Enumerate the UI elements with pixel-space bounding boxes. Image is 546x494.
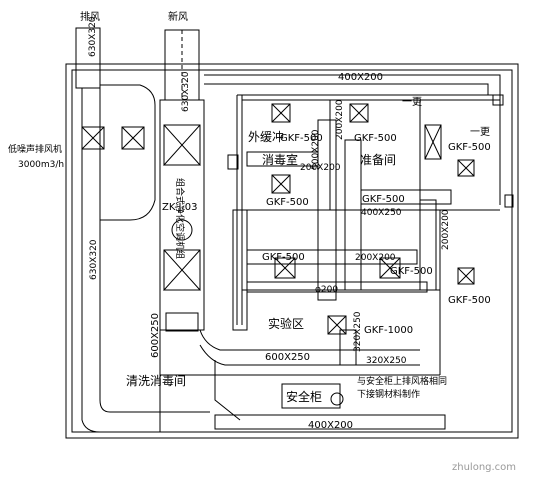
exhaust-fan-1 bbox=[81, 126, 105, 150]
cabinet-label: 安全柜 bbox=[286, 389, 322, 404]
fan-flow: 3000m3/h bbox=[18, 160, 64, 170]
ahu-outlet bbox=[165, 312, 199, 332]
branch-duct-v3 bbox=[419, 199, 437, 291]
branch-duct-h1 bbox=[246, 151, 319, 167]
branch-duct-h4 bbox=[246, 281, 428, 293]
duct-630x320-left: 630X320 bbox=[89, 239, 99, 280]
exhaust-main-duct bbox=[81, 88, 210, 433]
damper-1 bbox=[227, 154, 239, 170]
duct-600x250 bbox=[199, 329, 420, 351]
branch-duct-h2 bbox=[360, 189, 452, 205]
ahu-code: ZK-J-03 bbox=[162, 202, 197, 213]
exhaust-fan-2 bbox=[121, 126, 145, 150]
gkf-label-4: GKF-500 bbox=[266, 197, 309, 208]
gkf-label-6: GKF-500 bbox=[262, 252, 305, 263]
outer-wall bbox=[65, 63, 519, 439]
gkf-label-5: GKF-500 bbox=[362, 194, 405, 205]
cabinet-port bbox=[330, 392, 344, 406]
duct-320x250-h: 320X250 bbox=[366, 356, 407, 366]
labels: 排风 新风 630X320 630X320 630X320 400X200 40… bbox=[8, 10, 516, 473]
duct-400x200-bottom: 400X200 bbox=[308, 420, 353, 431]
gkf-outlet-4 bbox=[271, 174, 291, 194]
room-disinfection: 消毒室 bbox=[262, 152, 298, 167]
gkf-outlet-3 bbox=[424, 124, 442, 160]
room-wash: 清洗消毒间 bbox=[126, 374, 186, 388]
duct-600x250-h: 600X250 bbox=[265, 352, 310, 363]
duct-600x250-inner bbox=[199, 344, 420, 366]
room-outer-buffer: 外缓冲 bbox=[248, 129, 284, 144]
room-change-2: 一更 bbox=[470, 126, 490, 138]
fan-label: 低噪声排风机 bbox=[8, 143, 62, 155]
duct-400x250: 400X250 bbox=[361, 208, 402, 218]
gkf-label-2: GKF-500 bbox=[354, 133, 397, 144]
ahu-coil-1-x bbox=[162, 124, 202, 166]
note-line-2: 下接钢材料制作 bbox=[357, 388, 420, 400]
gkf-outlet-9 bbox=[327, 315, 347, 335]
exhaust-label: 排风 bbox=[80, 10, 100, 23]
supply-riser bbox=[232, 209, 248, 331]
room-change-1: 一更 bbox=[402, 96, 422, 108]
exhaust-main-duct-inner bbox=[99, 88, 210, 413]
supply-duct-top bbox=[204, 74, 501, 95]
branch-duct-h3 bbox=[246, 249, 418, 265]
gkf-label-9: GKF-1000 bbox=[364, 325, 413, 336]
gkf-label-3: GKF-500 bbox=[448, 142, 491, 153]
ahu-coil-2-x bbox=[162, 249, 202, 291]
duct-320x250-v: 320X250 bbox=[353, 311, 363, 352]
exhaust-riser bbox=[75, 27, 101, 89]
ahu-body bbox=[159, 99, 205, 331]
supply-duct-top-inner bbox=[204, 83, 489, 95]
gkf-label-7: GKF-500 bbox=[390, 266, 433, 277]
branch-duct-v1 bbox=[317, 119, 337, 301]
duct-320x250-v bbox=[339, 329, 357, 366]
branch-duct-v2 bbox=[344, 139, 362, 291]
duct-200x200-a: 200X200 bbox=[300, 163, 341, 173]
duct-phi200: φ200 bbox=[315, 285, 338, 295]
note-line-1: 与安全柜上排风格相同 bbox=[357, 375, 447, 387]
gkf-outlet-6 bbox=[274, 257, 296, 279]
duct-200x200-d: 200X200 bbox=[441, 209, 451, 250]
damper-3 bbox=[504, 194, 514, 208]
exhaust-duct-bend bbox=[100, 84, 156, 221]
duct-600x250-v: 600X250 bbox=[150, 313, 161, 358]
gkf-label-8: GKF-500 bbox=[448, 295, 491, 306]
ahu-name: 组合式净化空调机组 bbox=[174, 178, 186, 259]
room-lab: 实验区 bbox=[268, 316, 304, 331]
flex-duct bbox=[214, 360, 241, 421]
exhaust-duct-bottom bbox=[214, 414, 446, 430]
room-prep: 准备间 bbox=[360, 153, 396, 167]
gkf-outlet-7 bbox=[379, 257, 401, 279]
gkf-outlet-8 bbox=[457, 267, 475, 285]
gkf-label-1: GKF-500 bbox=[280, 133, 323, 144]
duct-630x320-mid: 630X320 bbox=[181, 71, 191, 112]
duct-200x200-b: 200X200 bbox=[335, 99, 345, 140]
duct-200x200-c: 200X200 bbox=[355, 253, 396, 263]
duct-500x200-a: 500X200 bbox=[311, 129, 321, 170]
duct-630x320-top: 630X320 bbox=[88, 16, 98, 57]
ahu-fan bbox=[171, 219, 193, 241]
duct-400x200-top: 400X200 bbox=[338, 72, 383, 83]
watermark-text: zhulong.com bbox=[452, 462, 516, 473]
fresh-air-label: 新风 bbox=[168, 10, 188, 23]
gkf-outlet-5 bbox=[457, 159, 475, 177]
gkf-outlet-2 bbox=[349, 103, 369, 123]
gkf-outlet-1 bbox=[271, 103, 291, 123]
damper-2 bbox=[492, 94, 504, 106]
inner-wall bbox=[71, 69, 513, 433]
safety-cabinet bbox=[281, 383, 341, 409]
